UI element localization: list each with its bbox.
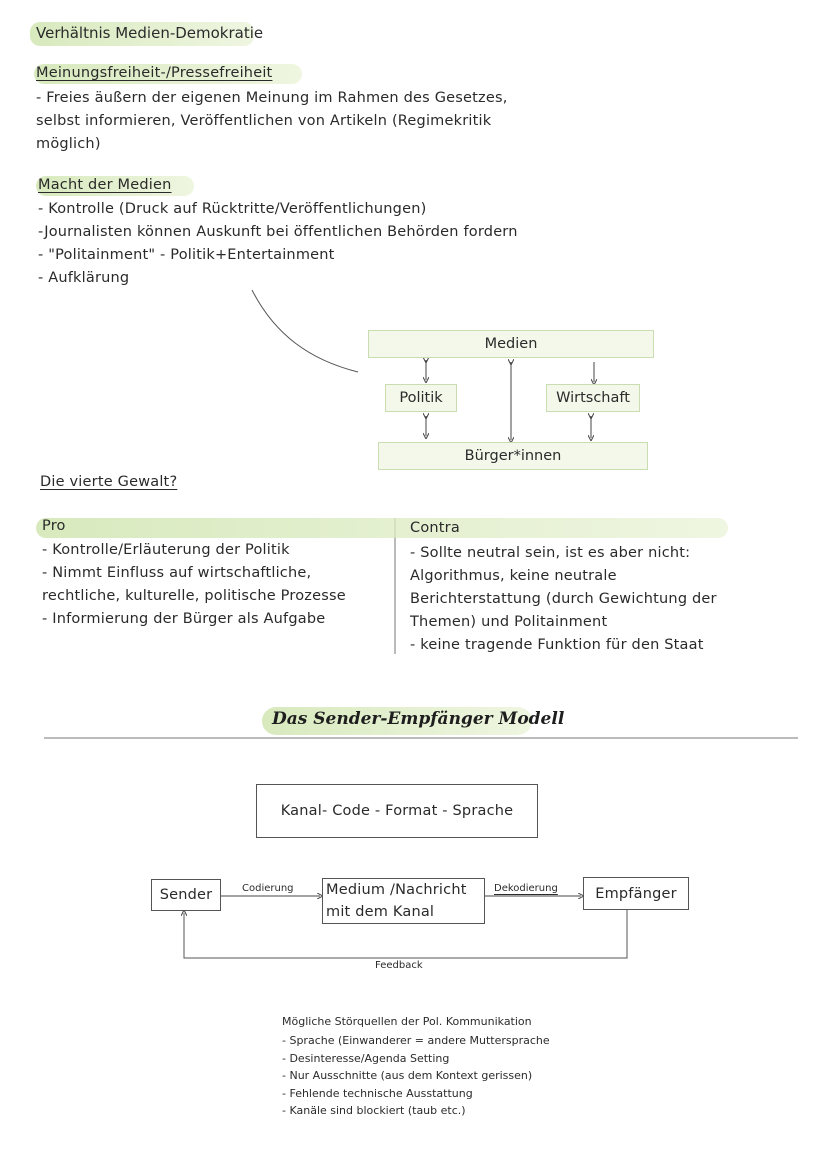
kanal-box-label: Kanal- Code - Format - Sprache <box>280 803 514 819</box>
model-title-highlight <box>262 707 532 735</box>
sender-label: Sender <box>159 887 213 903</box>
section3-heading: Die vierte Gewalt? <box>40 474 178 490</box>
stoerquellen-list: - Sprache (Einwanderer = andere Muttersp… <box>282 1032 550 1120</box>
section1-heading: Meinungsfreiheit-/Pressefreiheit <box>36 65 273 81</box>
page-title-highlight <box>30 22 254 46</box>
list-item: - Kanäle sind blockiert (taub etc.) <box>282 1104 466 1117</box>
text-line: - Aufklärung <box>38 270 130 286</box>
section2-text: - Kontrolle (Druck auf Rücktritte/Veröff… <box>38 198 518 290</box>
text-line: - Freies äußern der eigenen Meinung im R… <box>36 90 508 106</box>
text-line: möglich) <box>36 136 101 152</box>
list-item: - keine tragende Funktion für den Staat <box>410 637 704 653</box>
pro-title: Pro <box>42 518 66 534</box>
empfaenger-label: Empfänger <box>595 885 677 902</box>
list-item: - Informierung der Bürger als Aufgabe <box>42 611 326 627</box>
politik-box: Politik <box>385 384 457 412</box>
model-title: Das Sender-Empfänger Modell <box>272 709 565 729</box>
list-item: - Sprache (Einwanderer = andere Muttersp… <box>282 1034 550 1047</box>
stoerquellen-title: Mögliche Störquellen der Pol. Kommunikat… <box>282 1015 532 1028</box>
text-line: -Journalisten können Auskunft bei öffent… <box>38 224 518 240</box>
pro-contra-highlight <box>36 518 728 538</box>
section1-heading-highlight <box>34 64 302 84</box>
sender-box: Sender <box>151 879 221 911</box>
section2-heading: Macht der Medien <box>38 177 172 193</box>
curve-line <box>251 289 359 373</box>
text-line: - Kontrolle (Druck auf Rücktritte/Veröff… <box>38 201 427 217</box>
list-item: rechtliche, kulturelle, politische Proze… <box>42 588 346 604</box>
feedback-line <box>184 910 628 959</box>
medien-box: Medien <box>368 330 654 358</box>
pro-list: - Kontrolle/Erläuterung der Politik - Ni… <box>42 539 346 631</box>
section2-heading-highlight <box>36 176 194 196</box>
list-item: - Nimmt Einfluss auf wirtschaftliche, <box>42 565 312 581</box>
empfaenger-box: Empfänger <box>583 877 689 910</box>
text-line: selbst informieren, Veröffentlichen von … <box>36 113 492 129</box>
list-item: - Fehlende technische Ausstattung <box>282 1086 473 1100</box>
page-title: Verhältnis Medien-Demokratie <box>36 24 264 42</box>
medium-box: Medium /Nachricht mit dem Kanal <box>322 878 485 924</box>
text-line: - "Politainment" - Politik+Entertainment <box>38 247 335 263</box>
list-item: - Nur Ausschnitte (aus dem Kontext geris… <box>282 1069 533 1082</box>
kanal-box: Kanal- Code - Format - Sprache <box>256 784 538 838</box>
list-item: - Kontrolle/Erläuterung der Politik <box>42 542 290 558</box>
list-item: - Sollte neutral sein, ist es aber nicht… <box>410 545 691 561</box>
list-item: Algorithmus, keine neutrale <box>410 568 617 584</box>
section1-text: - Freies äußern der eigenen Meinung im R… <box>36 87 508 156</box>
medium-line1: Medium /Nachricht <box>326 882 467 898</box>
dekodierung-label: Dekodierung <box>494 883 558 894</box>
contra-list: - Sollte neutral sein, ist es aber nicht… <box>410 542 717 657</box>
list-item: Berichterstattung (durch Gewichtung der <box>410 591 717 607</box>
medium-line2: mit dem Kanal <box>326 904 435 920</box>
buerger-box: Bürger*innen <box>378 442 648 470</box>
wirtschaft-box: Wirtschaft <box>546 384 640 412</box>
codierung-label: Codierung <box>242 883 294 894</box>
list-item: Themen) und Politainment <box>410 614 608 630</box>
feedback-label: Feedback <box>375 960 423 971</box>
contra-title: Contra <box>410 520 460 536</box>
list-item: - Desinteresse/Agenda Setting <box>282 1051 450 1065</box>
